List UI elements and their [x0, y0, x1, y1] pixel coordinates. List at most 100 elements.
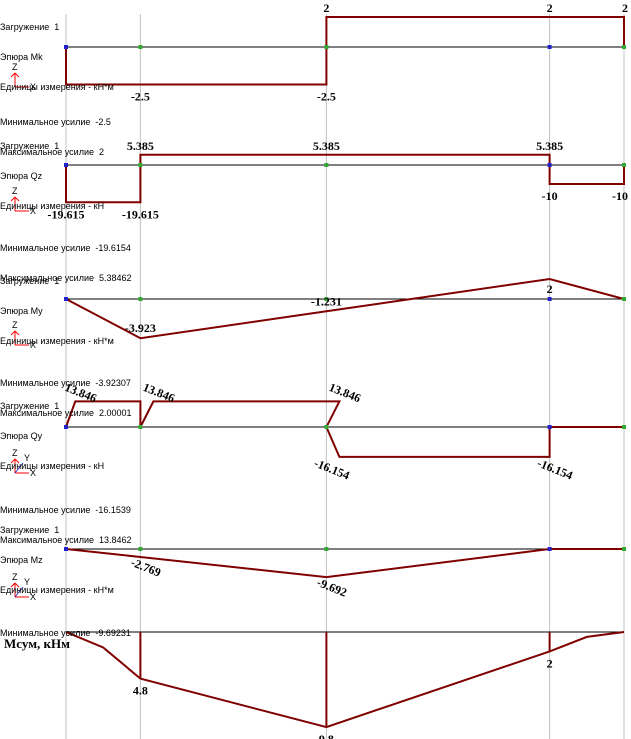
value-label: 2: [622, 1, 628, 15]
value-label: 5.385: [127, 139, 154, 153]
value-label: -19.615: [122, 207, 159, 221]
min-force-label: Минимальное усилие -2.5: [0, 117, 111, 127]
value-label: -3.923: [125, 321, 156, 335]
node-marker: [64, 163, 68, 167]
node-marker: [547, 425, 552, 429]
value-label: 5.385: [536, 139, 563, 153]
node-marker: [138, 163, 143, 167]
panel-mz-header: Загружение 1 Эпюра Mz Единицы измерения …: [0, 505, 114, 605]
diagram-qz-curve: [65, 153, 625, 204]
node-marker: [64, 425, 68, 429]
load-case-label: Загружение 1: [0, 401, 60, 411]
panel-qz-header: Загружение 1 Эпюра Qz Единицы измерения …: [0, 121, 104, 221]
load-case-label: Загружение 1: [0, 141, 60, 151]
diagram-name-label: Эпюра Mz: [0, 555, 43, 565]
node-marker: [324, 547, 329, 551]
value-label: 9.8: [319, 732, 334, 739]
min-force-label: Минимальное усилие -3.92307: [0, 378, 131, 388]
units-label: Единицы измерения - кН*м: [0, 82, 114, 92]
svg-text:Y: Y: [24, 453, 30, 463]
max-force-label: Максимальное усилие 13.8462: [0, 535, 132, 545]
diagram-mk-curve: [65, 16, 625, 86]
load-case-label: Загружение 1: [0, 22, 60, 32]
value-label: -9.692: [315, 575, 349, 600]
value-label: -19.615: [48, 207, 85, 221]
node-marker: [622, 547, 626, 551]
node-marker: [547, 163, 552, 167]
load-case-label: Загружение 1: [0, 276, 60, 286]
svg-text:X: X: [30, 340, 36, 350]
axis-triad-icon: ZX: [10, 186, 36, 216]
panel-mk-footer: Минимальное усилие -2.5 Максимальное уси…: [0, 97, 111, 167]
value-label: 4.8: [133, 684, 148, 698]
value-label: -16.154: [312, 456, 352, 483]
panel-qz-footer: Минимальное усилие -19.6154 Максимальное…: [0, 223, 132, 293]
node-marker: [324, 425, 329, 429]
msum-title: Mсум, кНм: [4, 636, 70, 651]
axis-triad-icon: ZX: [10, 320, 36, 350]
svg-text:Z: Z: [12, 572, 18, 582]
load-case-label: Загружение 1: [0, 525, 60, 535]
panel-my-header: Загружение 1 Эпюра My Единицы измерения …: [0, 256, 114, 356]
panel-qy-header: Загружение 1 Эпюра Qy Единицы измерения …: [0, 381, 104, 481]
diagram-name-label: Эпюра Qz: [0, 171, 43, 181]
units-label: Единицы измерения - кН*м: [0, 336, 114, 346]
units-label: Единицы измерения - кН: [0, 461, 105, 471]
node-marker: [547, 45, 552, 49]
diagram-my-curve: [65, 277, 625, 340]
diagram-qy-curve: [65, 400, 624, 458]
node-marker: [622, 45, 626, 49]
svg-text:X: X: [30, 592, 36, 602]
svg-text:Z: Z: [12, 62, 18, 72]
value-label: 2: [547, 1, 553, 15]
diagram-name-label: Эпюра Qy: [0, 431, 43, 441]
node-marker: [622, 297, 626, 301]
value-label: -10: [612, 189, 628, 203]
node-marker: [64, 45, 68, 49]
value-label: -10: [542, 189, 558, 203]
node-marker: [547, 547, 552, 551]
node-marker: [324, 45, 329, 49]
min-force-label: Минимальное усилие -16.1539: [0, 505, 131, 515]
diagram-name-label: Эпюра My: [0, 306, 43, 316]
node-marker: [138, 425, 143, 429]
svg-text:X: X: [30, 468, 36, 478]
value-label: 2: [323, 1, 329, 15]
panel-my-footer: Минимальное усилие -3.92307 Максимальное…: [0, 358, 132, 428]
node-marker: [622, 425, 626, 429]
svg-text:Y: Y: [24, 577, 30, 587]
min-force-label: Минимальное усилие -19.6154: [0, 243, 131, 253]
min-force-label: Минимальное усилие -9.69231: [0, 628, 131, 638]
panel-mk-header: Загружение 1 Эпюра Mk Единицы измерения …: [0, 2, 114, 102]
units-label: Единицы измерения - кН*м: [0, 585, 114, 595]
value-label: -2.5: [317, 90, 336, 104]
value-label: -2.5: [131, 90, 150, 104]
max-force-label: Максимальное усилие 2: [0, 147, 105, 157]
diagram-name-label: Эпюра Mk: [0, 52, 43, 62]
axis-triad-icon: ZX: [10, 62, 36, 92]
node-marker: [324, 297, 329, 301]
panel-mz-footer: Минимальное усилие -9.69231: [0, 608, 131, 648]
value-label: 2: [547, 282, 553, 296]
diagram-mz-curve: [65, 548, 624, 579]
node-marker: [138, 547, 143, 551]
diagram-msum-curve: [65, 631, 625, 729]
svg-text:Z: Z: [12, 448, 18, 458]
node-marker: [622, 163, 626, 167]
svg-text:Z: Z: [12, 186, 18, 196]
svg-text:X: X: [30, 82, 36, 92]
node-marker: [138, 297, 143, 301]
node-marker: [547, 297, 552, 301]
svg-text:X: X: [30, 206, 36, 216]
value-label: 2: [547, 656, 553, 670]
max-force-label: Максимальное усилие 2.00001: [0, 408, 132, 418]
svg-text:Z: Z: [12, 320, 18, 330]
value-label: 5.385: [313, 139, 340, 153]
max-force-label: Максимальное усилие 5.38462: [0, 273, 132, 283]
node-marker: [138, 45, 143, 49]
units-label: Единицы измерения - кН: [0, 201, 105, 211]
node-marker: [324, 163, 329, 167]
